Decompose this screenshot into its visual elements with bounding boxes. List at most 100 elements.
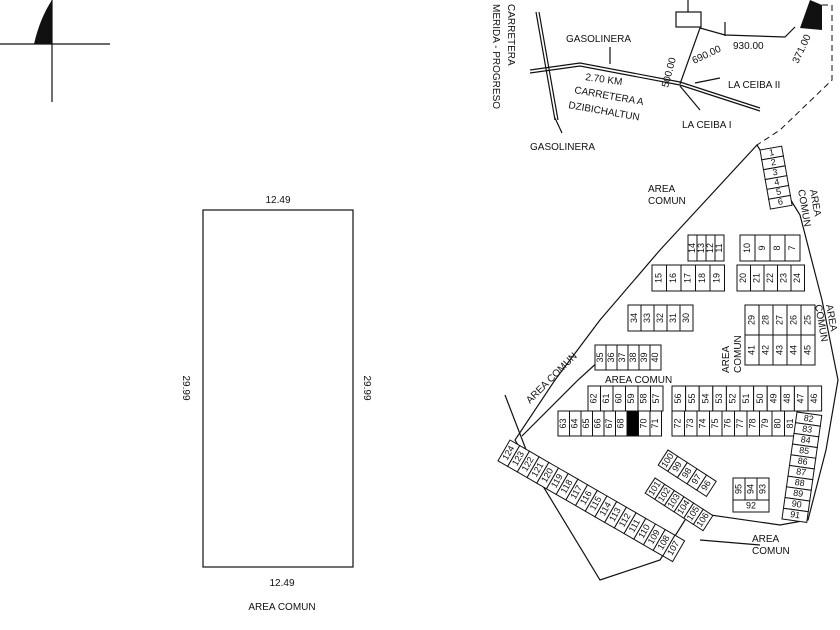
lot-number: 87 <box>796 466 807 477</box>
lot-number: 13 <box>696 243 706 253</box>
lot-cell[interactable] <box>709 264 725 292</box>
lot-cell[interactable] <box>807 385 823 412</box>
selected-lot[interactable] <box>626 410 639 437</box>
lot-number: 54 <box>700 393 710 403</box>
lot-number: 60 <box>614 393 624 403</box>
common-area-1-line2: COMUN <box>648 196 686 207</box>
lot-number: 21 <box>752 273 762 283</box>
lot-number: 65 <box>581 418 591 428</box>
lot-number: 80 <box>773 418 783 428</box>
lot-number: 49 <box>768 393 778 403</box>
lot-number: 6 <box>777 196 784 207</box>
lot-number: 35 <box>595 352 605 362</box>
lot-number: 52 <box>728 393 738 403</box>
lot-cell[interactable] <box>800 334 816 366</box>
lot-number: 24 <box>792 273 802 283</box>
highway-road <box>535 11 559 121</box>
lot-number: 27 <box>774 315 784 325</box>
common-area-1-line1: AREA <box>648 184 676 195</box>
lot-number: 71 <box>650 418 660 428</box>
lot-cell[interactable] <box>692 508 714 532</box>
lot-number: 86 <box>797 456 808 467</box>
lot-number: 14 <box>687 243 697 253</box>
lot-cell[interactable] <box>768 194 793 210</box>
lot-number: 10 <box>742 243 752 253</box>
lot-number: 16 <box>668 273 678 283</box>
distance-label: 2.70 KM <box>585 72 623 88</box>
lot-number: 31 <box>668 313 678 323</box>
lot-cell[interactable] <box>784 234 801 262</box>
left-dimension: 29.99 <box>180 375 191 400</box>
lot-number: 75 <box>710 418 720 428</box>
common-area-4-line2: COMUN <box>733 335 744 373</box>
lot-cell[interactable] <box>662 534 686 563</box>
lot-cell[interactable] <box>732 499 770 513</box>
la-ceiba-1-label: LA CEIBA I <box>682 120 731 131</box>
north-arrow-icon <box>0 0 110 102</box>
la-ceiba-2-label: LA CEIBA II <box>728 80 780 91</box>
lot-number: 2 <box>770 157 777 168</box>
lot-number: 36 <box>606 352 616 362</box>
lot-number: 89 <box>793 488 804 499</box>
top-dimension: 12.49 <box>265 195 290 206</box>
lot-number: 55 <box>687 393 697 403</box>
lot-number: 39 <box>639 352 649 362</box>
lot-number: 74 <box>698 418 708 428</box>
lot-number: 56 <box>673 393 683 403</box>
common-area-6: AREA COMUN <box>605 375 672 386</box>
lot-number: 9 <box>757 245 767 250</box>
lot-number: 33 <box>642 313 652 323</box>
lot-cell[interactable] <box>714 234 725 262</box>
lot-number: 28 <box>760 315 770 325</box>
lot-number: 83 <box>802 424 813 435</box>
leader-line <box>756 4 833 146</box>
lot-number: 70 <box>639 418 649 428</box>
lot-cell[interactable] <box>696 474 717 498</box>
common-area-7-line2: COMUN <box>752 546 790 557</box>
landmark-box <box>675 11 702 28</box>
common-area-2-line1: AREA <box>807 189 823 218</box>
lot-number: 58 <box>639 393 649 403</box>
lot-number: 11 <box>714 243 724 252</box>
lot-number: 19 <box>712 273 722 283</box>
lot-number: 85 <box>799 445 810 456</box>
lot-number: 34 <box>629 313 639 323</box>
highway-label-line1: CARRETERA <box>505 4 516 66</box>
lot-number: 23 <box>779 273 789 283</box>
lot-cell[interactable] <box>649 344 662 371</box>
bottom-area-label: AREA COMUN <box>248 602 315 613</box>
lot-number: 64 <box>570 418 580 428</box>
lot-number: 18 <box>697 273 707 283</box>
lot-cell[interactable] <box>679 304 694 332</box>
lot-plan: 12.49 12.49 AREA COMUN 29.99 29.99 <box>180 195 372 613</box>
lot-cell[interactable] <box>649 410 662 437</box>
lot-number: 22 <box>765 273 775 283</box>
dzibichaltun-road <box>529 62 761 112</box>
lot-number: 25 <box>802 315 812 325</box>
lot-number: 1 <box>768 147 775 158</box>
lot-cell[interactable] <box>790 264 805 292</box>
right-dimension: 29.99 <box>361 375 372 400</box>
lot-cell[interactable] <box>781 507 809 523</box>
lot-number: 96 <box>699 478 713 492</box>
lot-number: 93 <box>757 484 767 494</box>
lot-number: 32 <box>655 313 665 323</box>
gas-station-bottom-label: GASOLINERA <box>530 142 595 153</box>
lot-number: 53 <box>714 393 724 403</box>
lot-number: 12 <box>705 243 715 253</box>
lot-number: 63 <box>558 418 568 428</box>
common-area-4-line1: AREA <box>721 345 732 373</box>
lot-number: 46 <box>809 393 819 403</box>
lot-number: 78 <box>748 418 758 428</box>
